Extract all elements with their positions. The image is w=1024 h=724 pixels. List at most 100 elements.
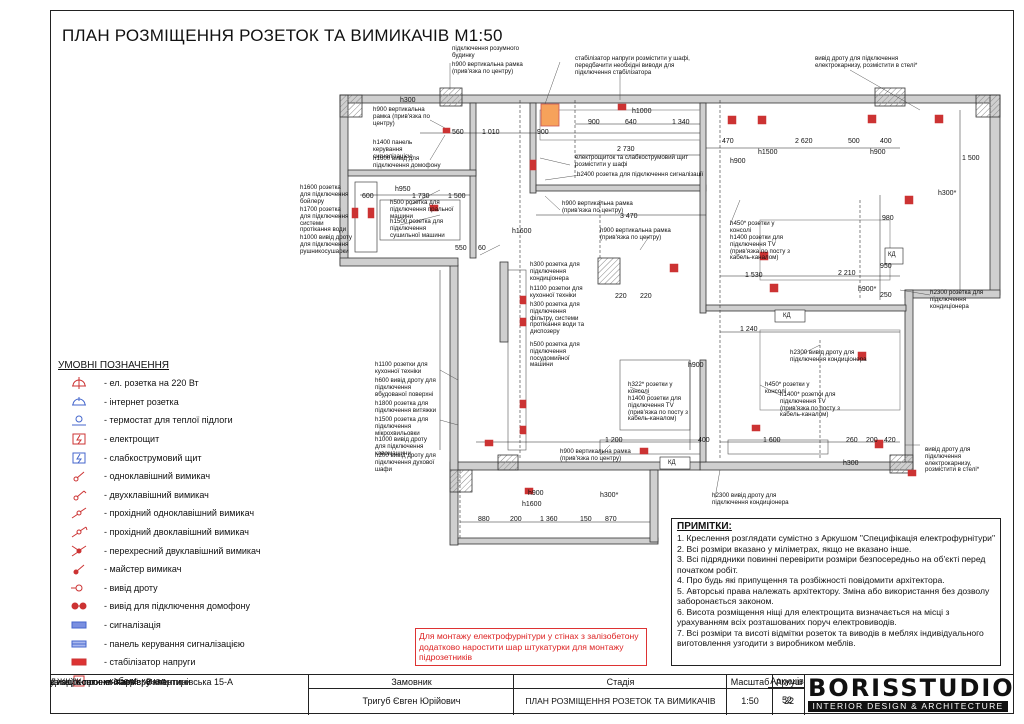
- label-hood: h1800 розетка для підключення витяжки: [375, 400, 437, 414]
- dim: h900: [528, 490, 544, 497]
- dim: 3 470: [620, 213, 638, 220]
- legend-label: - вивід дроту: [104, 582, 158, 593]
- outlet-symbol: [904, 195, 914, 205]
- walls: [339, 94, 1001, 546]
- bath-right-wall: [469, 102, 477, 259]
- label-tv-3: h1400* розетки для підключення TV (прив'…: [780, 391, 840, 419]
- legend-label: - сигналізація: [104, 620, 161, 631]
- bedroom-bottom-wall: [705, 304, 907, 312]
- dim: 600: [362, 193, 374, 200]
- dim: 1 500: [962, 155, 980, 162]
- note-item: 4. Про будь які припущення та розбіжност…: [677, 575, 945, 586]
- dim: 2 620: [795, 138, 813, 145]
- label-coffee: h1000 вивід дроту для підключення кавома…: [375, 436, 428, 457]
- label-kitchen-2: h1100 розетки для кухонної техніки: [375, 361, 428, 375]
- wire-outlet-icon: [58, 580, 100, 596]
- master-switch-icon: [58, 561, 100, 577]
- label-intercom: h1600 вивід для підключення домофону: [373, 155, 441, 169]
- sheets-total: 52: [781, 695, 792, 705]
- legend-label: - електрощит: [104, 434, 160, 445]
- note-item: 7. Всі розміри та висоті відмітки розето…: [677, 627, 984, 649]
- dim: 550: [455, 245, 467, 252]
- outlet-symbol: [529, 159, 537, 171]
- dim: 470: [722, 138, 734, 145]
- corridor-wall: [535, 184, 707, 192]
- voltage-stabilizer-icon: [58, 654, 100, 670]
- dim: 950: [880, 263, 892, 270]
- brand-name: BORISSTUDIO: [808, 674, 1015, 702]
- sheet-number: 22: [783, 696, 794, 706]
- note-item: 3. Всі підрядники повинні перевірити роз…: [677, 554, 986, 575]
- outlet-symbol: [519, 399, 527, 409]
- legend-label: - слабкострумовий щит: [104, 452, 202, 463]
- legend-row: - електрощит: [58, 430, 358, 449]
- legend-label: - ел. розетка на 220 Вт: [104, 378, 199, 389]
- label-frame-5: h900 вертикальна рамка (прив'язка по цен…: [560, 448, 631, 462]
- alarm-panel-icon: [58, 636, 100, 652]
- dim: 250: [880, 292, 892, 299]
- legend-row: - прохідний одноклавішний вимикач: [58, 504, 358, 523]
- dim: 500: [848, 138, 860, 145]
- dim: КД: [888, 252, 896, 258]
- bath-top-wall: [347, 169, 477, 177]
- scale-cell: Масштаб 1:50: [726, 675, 773, 715]
- bottom-right-wall: [699, 461, 914, 471]
- outlet-symbol: [639, 447, 649, 455]
- legend-label: - термостат для теплої підлоги: [104, 415, 233, 426]
- legend-label: - перехресний двуклавішний вимикач: [104, 545, 261, 556]
- dim: 1 600: [763, 437, 781, 444]
- pass-double-switch-icon: [58, 524, 100, 540]
- label-oven: h200 вивід дроту для підключення духової…: [375, 452, 436, 473]
- label-frame-2: h900 вертикальна рамка (прив'язка по цен…: [373, 106, 430, 127]
- label-filter: h300 розетка для підключення фільтру, си…: [530, 301, 585, 336]
- scale-header: Масштаб: [730, 677, 770, 687]
- legend-label: - прохідний двоклавішний вимикач: [104, 527, 249, 538]
- cable-channel-boxes: [659, 247, 904, 470]
- label-console-3: h450* розетки у консолі: [765, 381, 810, 395]
- label-kitchen-1: h1100 розетки для кухонної техніки: [530, 285, 583, 299]
- legend-label: - прохідний одноклавішний вимикач: [104, 508, 255, 519]
- right-wall-lower: [904, 289, 914, 471]
- dim: h300*: [600, 492, 619, 499]
- columns: [339, 87, 1001, 493]
- right-wall-upper: [989, 94, 1001, 296]
- dim: h300: [843, 460, 859, 467]
- dim: 400: [698, 437, 710, 444]
- label-alarm-panel: h1400 панель керування сигналізацією: [373, 139, 413, 160]
- page-title: ПЛАН РОЗМІЩЕННЯ РОЗЕТОК ТА ВИМИКАЧІВ М1:…: [62, 26, 503, 45]
- label-tv-1: h1400 розетки для підключення TV (прив'я…: [730, 234, 790, 262]
- dim: h900: [730, 158, 746, 165]
- dim: 1 500: [448, 193, 466, 200]
- outlet-symbol: [519, 317, 527, 327]
- dim: 420: [884, 437, 896, 444]
- stage-cell: Стадія ПЛАН РОЗМІЩЕННЯ РОЗЕТОК ТА ВИМИКА…: [513, 675, 727, 715]
- outlet-symbol: [934, 114, 944, 124]
- client-name: Тригуб Євген Юрійович: [362, 696, 461, 706]
- outlet-symbol: [867, 114, 877, 124]
- outlet-symbol: [857, 351, 867, 361]
- dim: h900: [688, 362, 704, 369]
- dim: 260: [846, 437, 858, 444]
- dim: 900: [588, 119, 600, 126]
- dim: 2 210: [838, 270, 856, 277]
- label-frame-4: h900 вертикальна рамка (прив'язка по цен…: [600, 227, 671, 241]
- alarm-icon: [58, 617, 100, 633]
- dim: 150: [580, 516, 592, 523]
- dim: 400: [880, 138, 892, 145]
- hall-wall: [529, 102, 537, 194]
- cross-double-switch-icon: [58, 543, 100, 559]
- legend-row: - двухклавішний вимикач: [58, 486, 358, 505]
- project-line: у ЖК "Континенталь": [50, 677, 138, 687]
- dim: 220: [615, 293, 627, 300]
- label-console-2: h322* розетки у консолі: [628, 381, 673, 395]
- note-item: 6. Висота розміщення ніщі для електрощит…: [677, 606, 950, 628]
- outlet-symbol: [429, 204, 439, 212]
- label-frame-1: h900 вертикальна рамка (прив'язка по цен…: [452, 61, 523, 75]
- label-el-panel: електрощиток та слабкострумовий щит розм…: [575, 154, 689, 168]
- legend-label: - вивід для підключення домофону: [104, 601, 251, 612]
- balcony-wall: [457, 537, 659, 545]
- kitchen-counter: [507, 269, 527, 451]
- dim: КД: [668, 460, 676, 466]
- dim: h1500: [758, 149, 778, 156]
